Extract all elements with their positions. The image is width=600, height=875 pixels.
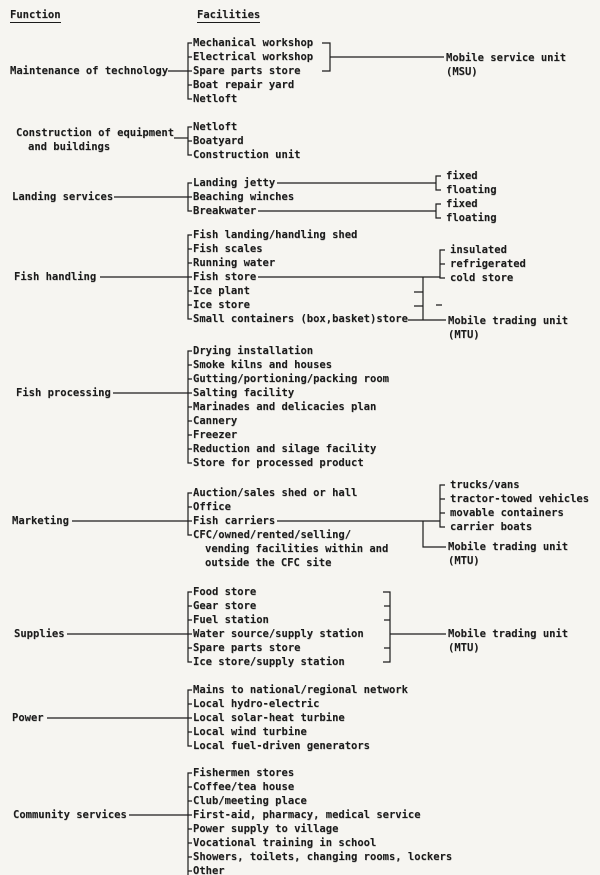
- facility-item: Vocational training in school: [193, 837, 377, 849]
- facility-item: Netloft: [193, 93, 238, 105]
- facility-item: Salting facility: [193, 387, 295, 399]
- facility-item: Food store: [193, 586, 257, 598]
- function-label-supplies: Supplies: [14, 628, 65, 640]
- facility-item: Fish store: [193, 271, 257, 283]
- facility-item: Power supply to village: [193, 823, 339, 835]
- facility-item: Marinades and delicacies plan: [193, 401, 377, 413]
- branch-fish-store: [258, 249, 445, 279]
- facility-item: Club/meeting place: [193, 795, 307, 807]
- fish-store-type: refrigerated: [450, 258, 526, 270]
- function-label-power: Power: [12, 712, 44, 724]
- facility-item: Electrical workshop: [193, 51, 314, 63]
- function-label-community: Community services: [13, 809, 127, 821]
- facility-item: Mechanical workshop: [193, 37, 314, 49]
- facility-item: Running water: [193, 257, 276, 269]
- branch-jetty: [277, 175, 441, 191]
- facility-item: Mains to national/regional network: [193, 684, 408, 696]
- facility-item: Ice store/supply station: [193, 656, 345, 668]
- facility-item: Boatyard: [193, 135, 244, 147]
- mobile-service-unit-label: Mobile service unit: [446, 52, 567, 64]
- fish-store-type: cold store: [450, 272, 514, 284]
- facility-item: Construction unit: [193, 149, 301, 161]
- bracket-fish-processing: [187, 350, 192, 464]
- fish-store-type: insulated: [450, 244, 507, 256]
- facility-item: CFC/owned/rented/selling/: [193, 529, 352, 541]
- facility-item: Freezer: [193, 429, 238, 441]
- facility-item: Local solar-heat turbine: [193, 712, 345, 724]
- bracket-community: [187, 772, 192, 875]
- column-header-facilities: Facilities: [197, 9, 261, 23]
- mobile-trading-unit-abbr: (MTU): [448, 555, 480, 567]
- jetty-type: floating: [446, 184, 497, 196]
- facility-item: Coffee/tea house: [193, 781, 295, 793]
- facility-item: Smoke kilns and houses: [193, 359, 333, 371]
- function-label-construction2: and buildings: [28, 141, 111, 153]
- facility-item: Office: [193, 501, 231, 513]
- facility-item: Small containers (box,basket)store: [193, 313, 408, 325]
- function-label-fish-processing: Fish processing: [16, 387, 111, 399]
- facility-item: Spare parts store: [193, 65, 301, 77]
- bracket-maintenance: [187, 42, 192, 100]
- function-label-construction: Construction of equipment: [16, 127, 175, 139]
- jetty-type: fixed: [446, 170, 478, 182]
- breakwater-type: fixed: [446, 198, 478, 210]
- facility-item: Cannery: [193, 415, 238, 427]
- branch-mtu-fish: [408, 277, 446, 321]
- carrier-type: carrier boats: [450, 521, 533, 533]
- carrier-type: tractor-towed vehicles: [450, 493, 590, 505]
- facility-item: Reduction and silage facility: [193, 443, 377, 455]
- facility-item: Water source/supply station: [193, 628, 364, 640]
- bracket-landing: [187, 182, 192, 212]
- bracket-supplies: [187, 591, 192, 663]
- branch-mtu-marketing: [422, 521, 446, 548]
- facility-item: Other: [193, 865, 225, 875]
- function-label-fish-handling: Fish handling: [14, 271, 97, 283]
- bracket-msu: [322, 42, 444, 72]
- facility-item: Netloft: [193, 121, 238, 133]
- facility-item: Fish scales: [193, 243, 263, 255]
- function-label-maintenance: Maintenance of technology: [10, 65, 169, 77]
- facility-item: Store for processed product: [193, 457, 364, 469]
- bracket-marketing: [187, 492, 192, 536]
- facility-item: Local fuel-driven generators: [193, 740, 371, 752]
- facility-item-continuation: vending facilities within and: [205, 543, 389, 555]
- function-label-landing: Landing services: [12, 191, 114, 203]
- bracket-supplies-right: [383, 591, 391, 663]
- mobile-trading-unit-label: Mobile trading unit: [448, 315, 569, 327]
- facility-item: Fishermen stores: [193, 767, 295, 779]
- mobile-trading-unit-label: Mobile trading unit: [448, 541, 569, 553]
- facility-item: Drying installation: [193, 345, 314, 357]
- bracket-fish-handling: [187, 234, 192, 320]
- facility-item: Showers, toilets, changing rooms, locker…: [193, 851, 453, 863]
- facility-item: Ice plant: [193, 285, 250, 297]
- function-label-marketing: Marketing: [12, 515, 69, 527]
- column-header-function: Function: [10, 9, 61, 23]
- facility-item: Boat repair yard: [193, 79, 295, 91]
- branch-breakwater: [258, 203, 441, 219]
- facility-item: Gutting/portioning/packing room: [193, 373, 389, 385]
- bracket-power: [187, 689, 192, 747]
- mobile-trading-unit-abbr: (MTU): [448, 329, 480, 341]
- mobile-service-unit-abbr: (MSU): [446, 66, 478, 78]
- facility-item: Fish carriers: [193, 515, 276, 527]
- facility-item: Ice store: [193, 299, 250, 311]
- breakwater-type: floating: [446, 212, 497, 224]
- facility-item-continuation: outside the CFC site: [205, 557, 332, 569]
- facility-item: Gear store: [193, 600, 257, 612]
- carrier-type: trucks/vans: [450, 479, 520, 491]
- facility-item: Auction/sales shed or hall: [193, 487, 358, 499]
- facility-item: Local wind turbine: [193, 726, 307, 738]
- facility-item: Beaching winches: [193, 191, 295, 203]
- facility-item: Breakwater: [193, 205, 257, 217]
- facility-item: Fish landing/handling shed: [193, 229, 358, 241]
- carrier-type: movable containers: [450, 507, 564, 519]
- facility-item: Landing jetty: [193, 177, 276, 189]
- mobile-trading-unit-abbr: (MTU): [448, 642, 480, 654]
- facility-item: Spare parts store: [193, 642, 301, 654]
- mobile-trading-unit-label: Mobile trading unit: [448, 628, 569, 640]
- bracket-construction: [187, 126, 192, 156]
- facility-item: Local hydro-electric: [193, 698, 320, 710]
- facility-item: Fuel station: [193, 614, 269, 626]
- facility-item: First-aid, pharmacy, medical service: [193, 809, 421, 821]
